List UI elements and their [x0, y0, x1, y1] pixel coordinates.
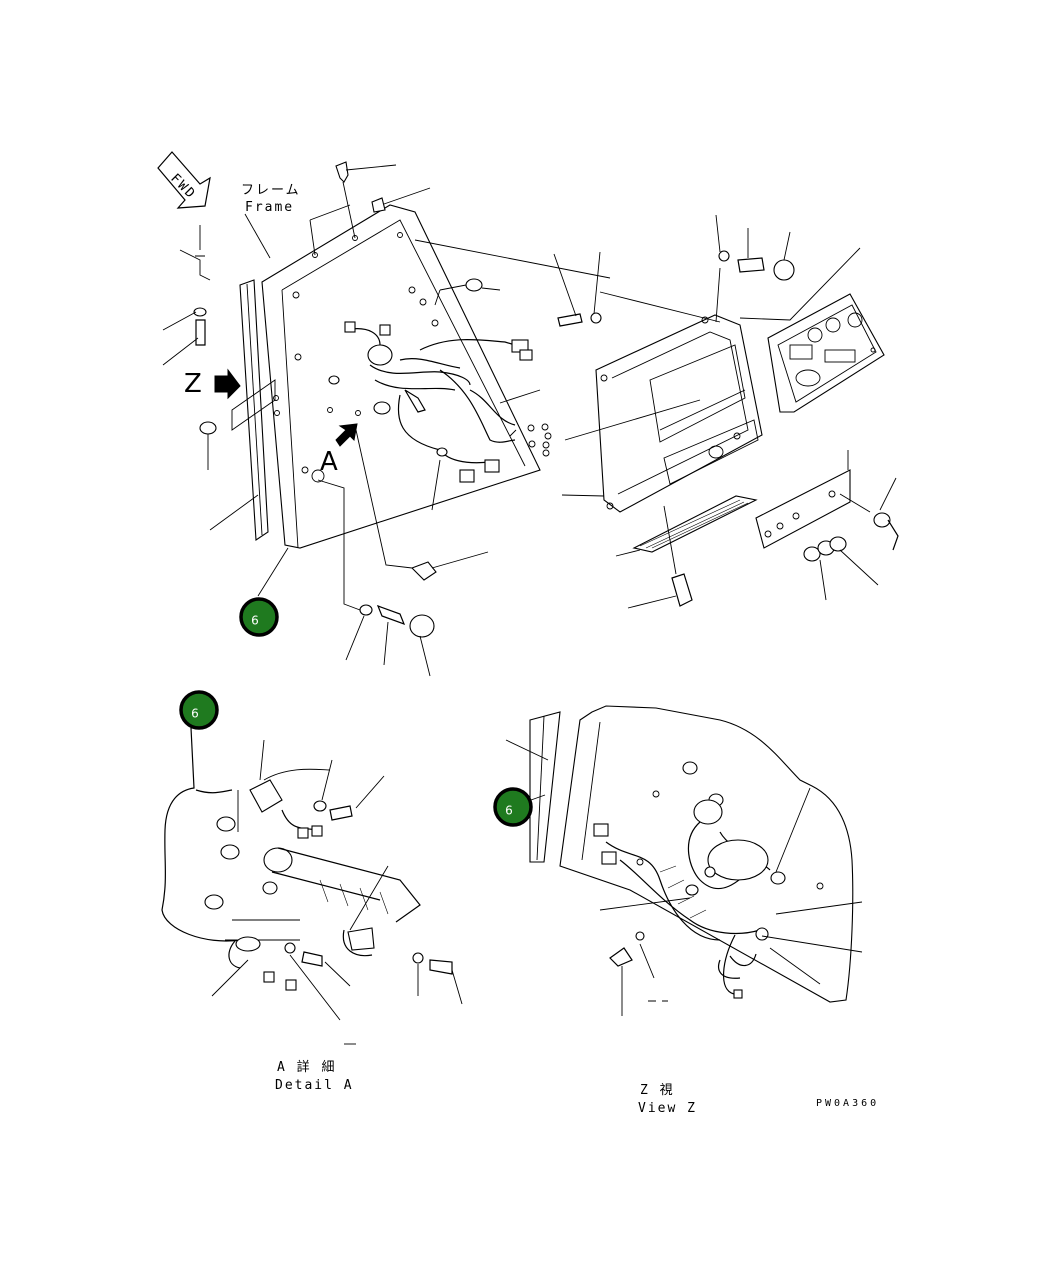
callout-6-view-z-leader: [530, 794, 546, 801]
bolt-left-group: [162, 307, 207, 366]
cover-housing: [414, 214, 861, 513]
detail-a-drawing: [161, 727, 463, 1045]
frame-leader: [244, 213, 271, 259]
wiring-harness: [328, 321, 552, 511]
view-z-arrow: [214, 368, 241, 400]
bolt-center-group: [317, 479, 435, 677]
switch-bracket: [755, 450, 899, 601]
callout-6-detail-a[interactable]: 6: [179, 690, 219, 730]
top-clip: [335, 161, 349, 183]
callout-6-top[interactable]: 6: [239, 597, 279, 637]
detail-a-marker: A: [320, 447, 338, 477]
cap-b: [773, 259, 795, 281]
grommet: [465, 278, 483, 292]
frame-bracket: [179, 249, 211, 281]
view-z-title-en: View Z: [638, 1101, 697, 1116]
callout-6-detail-a-text: 6: [191, 707, 199, 721]
screw-b: [737, 257, 765, 273]
top-clip-2: [371, 197, 386, 213]
callout-6-top-text: 6: [251, 614, 259, 628]
view-z-drawing: [505, 705, 863, 1016]
panel-plate: [231, 204, 541, 549]
seal-strip: [209, 279, 269, 541]
frame-label-jp: フレーム: [241, 183, 301, 198]
detail-a-title-jp: A 詳 細: [277, 1059, 336, 1075]
main-assembly: FWD フレーム Frame Z: [157, 151, 899, 677]
frame-label-en: Frame: [245, 200, 294, 215]
washer-b: [718, 250, 730, 262]
plug-lower: [411, 561, 437, 581]
callout-6-view-z-text: 6: [505, 804, 513, 818]
drawing-code: PW0A360: [816, 1098, 879, 1109]
fwd-arrow: FWD: [157, 151, 211, 209]
callout-6-view-z[interactable]: 6: [493, 787, 533, 827]
washer-a: [590, 312, 602, 324]
plug-left: [199, 421, 217, 435]
bolt-lower-cover: [671, 573, 693, 607]
instrument-panel: [767, 293, 885, 413]
detail-a-arrow: [335, 423, 358, 447]
view-z-title-jp: Z 視: [640, 1083, 675, 1098]
screw-a: [557, 313, 583, 327]
detail-a-title-en: Detail A: [275, 1078, 354, 1093]
view-z-marker: Z: [184, 369, 202, 399]
floor-plate: [615, 495, 758, 557]
